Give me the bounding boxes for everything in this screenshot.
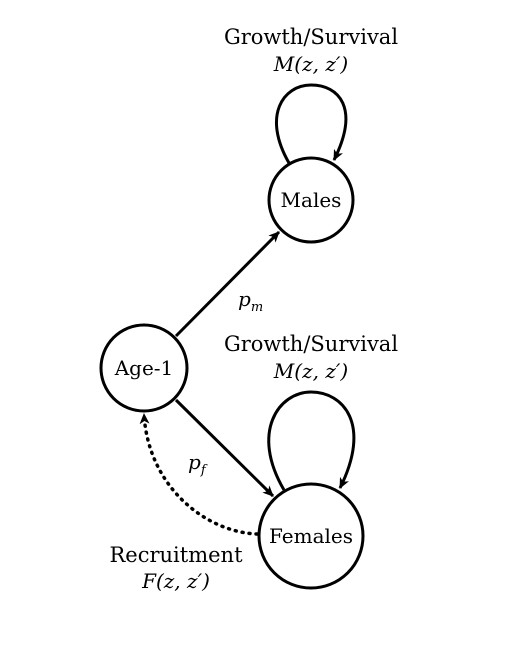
loop-female-kernel: M(z, z′)	[273, 359, 348, 383]
loop-male-title: Growth/Survival	[224, 25, 398, 49]
loop-female-title: Growth/Survival	[224, 332, 398, 356]
node-females-label: Females	[269, 524, 353, 548]
loop-males	[275, 83, 348, 164]
loop-male-kernel: M(z, z′)	[273, 52, 348, 76]
loop-females	[267, 390, 356, 491]
node-males-circle	[267, 156, 355, 244]
node-females-circle	[257, 482, 365, 590]
recruitment-title: Recruitment	[109, 543, 243, 567]
edge-label-pm: pm	[238, 287, 263, 315]
edge-age1-to-females	[174, 398, 275, 498]
node-age1-circle	[99, 323, 189, 413]
edge-recruitment	[139, 412, 259, 536]
recruitment-kernel: F(z, z′)	[141, 569, 210, 593]
node-age1-label: Age-1	[114, 356, 174, 380]
edge-label-pf: pf	[188, 450, 208, 478]
node-males-label: Males	[281, 188, 342, 212]
edge-age1-to-males	[174, 230, 281, 338]
